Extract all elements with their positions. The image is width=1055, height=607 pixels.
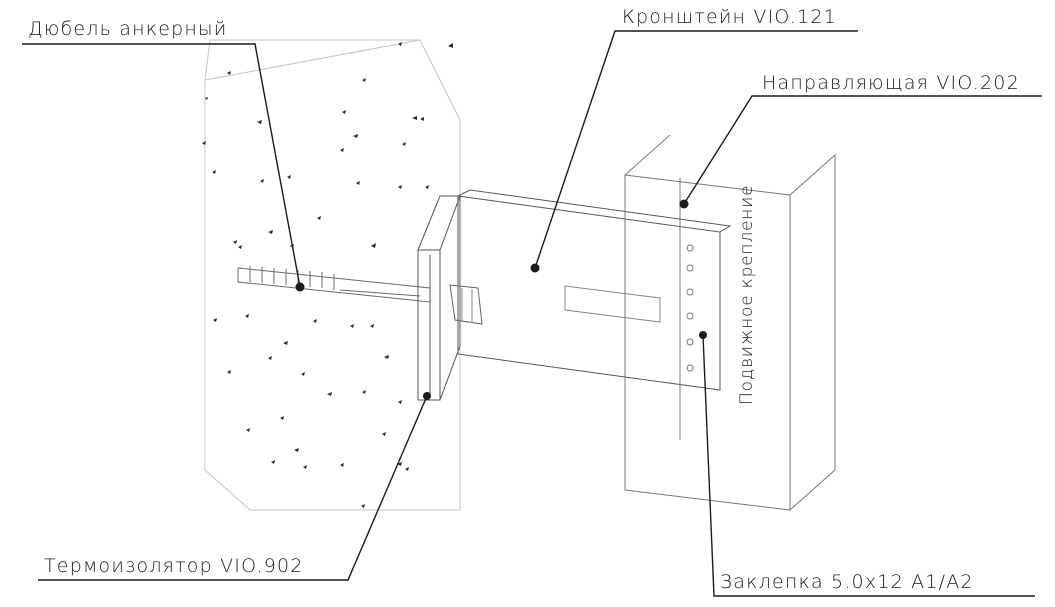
thermo-insulator (417, 195, 461, 401)
anchor-dowel (237, 266, 431, 303)
dot-bracket (530, 263, 540, 273)
label-anchor-dowel: Дюбель анкерный (28, 18, 228, 40)
dot-rail (679, 199, 689, 209)
label-guide-rail: Направляющая VIO.202 (762, 72, 1020, 94)
leader-lines (22, 30, 1042, 597)
dot-anchor (295, 282, 305, 292)
label-bracket: Кронштейн VIO.121 (622, 6, 837, 28)
leader-rivet (702, 334, 1035, 597)
leader-rail (683, 95, 1042, 205)
bracket-body (449, 189, 732, 391)
label-rivet: Заклепка 5.0х12 А1/А2 (720, 571, 974, 593)
wall-aggregate (202, 42, 453, 508)
wall-block (204, 39, 461, 511)
guide-rail (624, 134, 836, 511)
leader-dots (295, 199, 707, 400)
label-thermo-insulator: Термоизолятор VIO.902 (44, 555, 304, 577)
leader-insulator (38, 395, 428, 581)
leader-bracket (534, 30, 858, 269)
label-movable-mount: Подвижное крепление (737, 184, 757, 405)
dot-rivet (699, 331, 707, 339)
dot-insulator (423, 392, 431, 400)
leader-anchor (22, 43, 301, 288)
